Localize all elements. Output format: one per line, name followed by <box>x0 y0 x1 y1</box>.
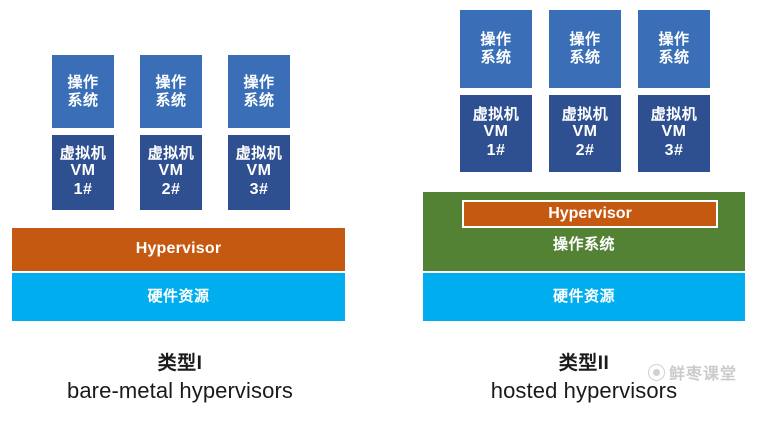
type2-caption-subtitle: hosted hypervisors <box>490 378 678 403</box>
type2-caption-title: 类型II <box>558 353 610 374</box>
vm-label-cn: 虚拟机 <box>59 144 107 162</box>
vm-label-cn: 虚拟机 <box>147 144 195 162</box>
type1-caption-subtitle: bare-metal hypervisors <box>67 378 293 403</box>
vm-label-id: 2# <box>575 142 595 160</box>
type2-hardware-bar: 硬件资源 <box>423 273 745 321</box>
vm-label-id: 3# <box>664 142 684 160</box>
vm-label-cn: 虚拟机 <box>472 105 520 123</box>
type1-caption: 类型I bare-metal hypervisors <box>10 348 350 404</box>
type1-hardware-bar: 硬件资源 <box>12 273 345 321</box>
vm-label-cn: 虚拟机 <box>561 105 609 123</box>
type1-hypervisor-bar: Hypervisor <box>12 228 345 271</box>
type1-os-box-2: 操作 系统 <box>140 55 202 128</box>
type2-os-box-2: 操作 系统 <box>549 10 621 88</box>
type2-os-box-3: 操作 系统 <box>638 10 710 88</box>
type2-caption: 类型II hosted hypervisors <box>414 348 754 404</box>
type1-vm-box-3: 虚拟机 VM 3# <box>228 135 290 210</box>
vm-label-cn: 虚拟机 <box>235 144 283 162</box>
type2-hypervisor-bar: Hypervisor <box>462 200 718 228</box>
type2-os-box-1: 操作 系统 <box>460 10 532 88</box>
type2-vm-box-2: 虚拟机 VM 2# <box>549 95 621 172</box>
vm-label-id: 1# <box>486 142 506 160</box>
vm-label-id: 2# <box>161 181 181 199</box>
type2-host-os-label: 操作系统 <box>552 236 615 253</box>
type1-caption-title: 类型I <box>157 353 203 374</box>
type2-vm-box-1: 虚拟机 VM 1# <box>460 95 532 172</box>
vm-label-en: VM <box>246 162 272 180</box>
vm-label-en: VM <box>483 123 509 141</box>
type2-host-os-block: Hypervisor 操作系统 <box>423 192 745 271</box>
type1-vm-box-2: 虚拟机 VM 2# <box>140 135 202 210</box>
vm-label-en: VM <box>70 162 96 180</box>
type1-os-box-1: 操作 系统 <box>52 55 114 128</box>
vm-label-id: 1# <box>73 181 93 199</box>
type1-vm-box-1: 虚拟机 VM 1# <box>52 135 114 210</box>
vm-label-cn: 虚拟机 <box>650 105 698 123</box>
vm-label-id: 3# <box>249 181 269 199</box>
type2-vm-box-3: 虚拟机 VM 3# <box>638 95 710 172</box>
vm-label-en: VM <box>158 162 184 180</box>
type2-hypervisor-label: Hypervisor <box>548 204 632 222</box>
vm-label-en: VM <box>572 123 598 141</box>
vm-label-en: VM <box>661 123 687 141</box>
type1-os-box-3: 操作 系统 <box>228 55 290 128</box>
